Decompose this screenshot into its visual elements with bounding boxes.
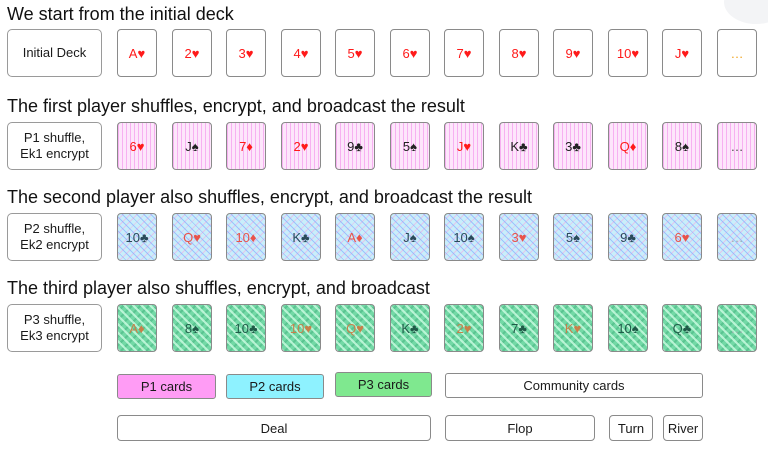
stage-river: River <box>663 415 703 441</box>
playing-card: 10♠ <box>608 304 648 352</box>
row-4-label: P3 shuffle, Ek3 encrypt <box>7 304 102 352</box>
legend-p3-cards: P3 cards <box>335 372 432 397</box>
playing-card: 9♥ <box>553 29 593 77</box>
row-3-title: The second player also shuffles, encrypt… <box>7 187 532 207</box>
legend-p2-cards: P2 cards <box>226 374 324 399</box>
playing-card: 6♥ <box>117 122 157 170</box>
playing-card: J♠ <box>172 122 212 170</box>
playing-card: J♥ <box>444 122 484 170</box>
playing-card: A♦ <box>117 304 157 352</box>
row-2-title: The first player shuffles, encrypt, and … <box>7 96 465 116</box>
more-cards-ellipsis: … <box>717 29 757 77</box>
playing-card: 2♥ <box>172 29 212 77</box>
stage-flop: Flop <box>445 415 595 441</box>
playing-card: 6♥ <box>390 29 430 77</box>
playing-card: 3♣ <box>553 122 593 170</box>
playing-card: 10♣ <box>117 213 157 261</box>
playing-card: 6♥ <box>662 213 702 261</box>
playing-card: Q♥ <box>335 304 375 352</box>
corner-decoration <box>724 0 768 24</box>
playing-card: 9♣ <box>335 122 375 170</box>
playing-card: K♣ <box>499 122 539 170</box>
playing-card: A♥ <box>117 29 157 77</box>
playing-card: 10♦ <box>226 213 266 261</box>
playing-card: J♠ <box>390 213 430 261</box>
stage-turn: Turn <box>609 415 653 441</box>
playing-card: J♥ <box>662 29 702 77</box>
playing-card: 10♥ <box>281 304 321 352</box>
legend-community-cards: Community cards <box>445 373 703 398</box>
playing-card: 10♠ <box>444 213 484 261</box>
playing-card: 10♥ <box>608 29 648 77</box>
playing-card: 4♥ <box>281 29 321 77</box>
playing-card: 8♠ <box>662 122 702 170</box>
playing-card: 8♥ <box>499 29 539 77</box>
playing-card: 3♥ <box>226 29 266 77</box>
more-cards-ellipsis: … <box>717 304 757 352</box>
playing-card: K♣ <box>390 304 430 352</box>
playing-card: A♦ <box>335 213 375 261</box>
playing-card: K♣ <box>281 213 321 261</box>
playing-card: 7♦ <box>226 122 266 170</box>
playing-card: 9♣ <box>608 213 648 261</box>
row-2-label: P1 shuffle, Ek1 encrypt <box>7 122 102 170</box>
playing-card: 5♠ <box>390 122 430 170</box>
stage-deal: Deal <box>117 415 431 441</box>
playing-card: 5♠ <box>553 213 593 261</box>
more-cards-ellipsis: … <box>717 213 757 261</box>
row-3-label: P2 shuffle, Ek2 encrypt <box>7 213 102 261</box>
row-4-title: The third player also shuffles, encrypt,… <box>7 278 430 298</box>
playing-card: K♥ <box>553 304 593 352</box>
playing-card: Q♦ <box>608 122 648 170</box>
playing-card: 3♥ <box>499 213 539 261</box>
playing-card: 7♣ <box>499 304 539 352</box>
playing-card: 2♥ <box>281 122 321 170</box>
playing-card: 5♥ <box>335 29 375 77</box>
row-1-label: Initial Deck <box>7 29 102 77</box>
row-1-title: We start from the initial deck <box>7 4 234 24</box>
playing-card: Q♥ <box>172 213 212 261</box>
playing-card: 2♥ <box>444 304 484 352</box>
playing-card: 8♠ <box>172 304 212 352</box>
playing-card: 10♣ <box>226 304 266 352</box>
playing-card: Q♣ <box>662 304 702 352</box>
more-cards-ellipsis: … <box>717 122 757 170</box>
playing-card: 7♥ <box>444 29 484 77</box>
legend-p1-cards: P1 cards <box>117 374 216 399</box>
